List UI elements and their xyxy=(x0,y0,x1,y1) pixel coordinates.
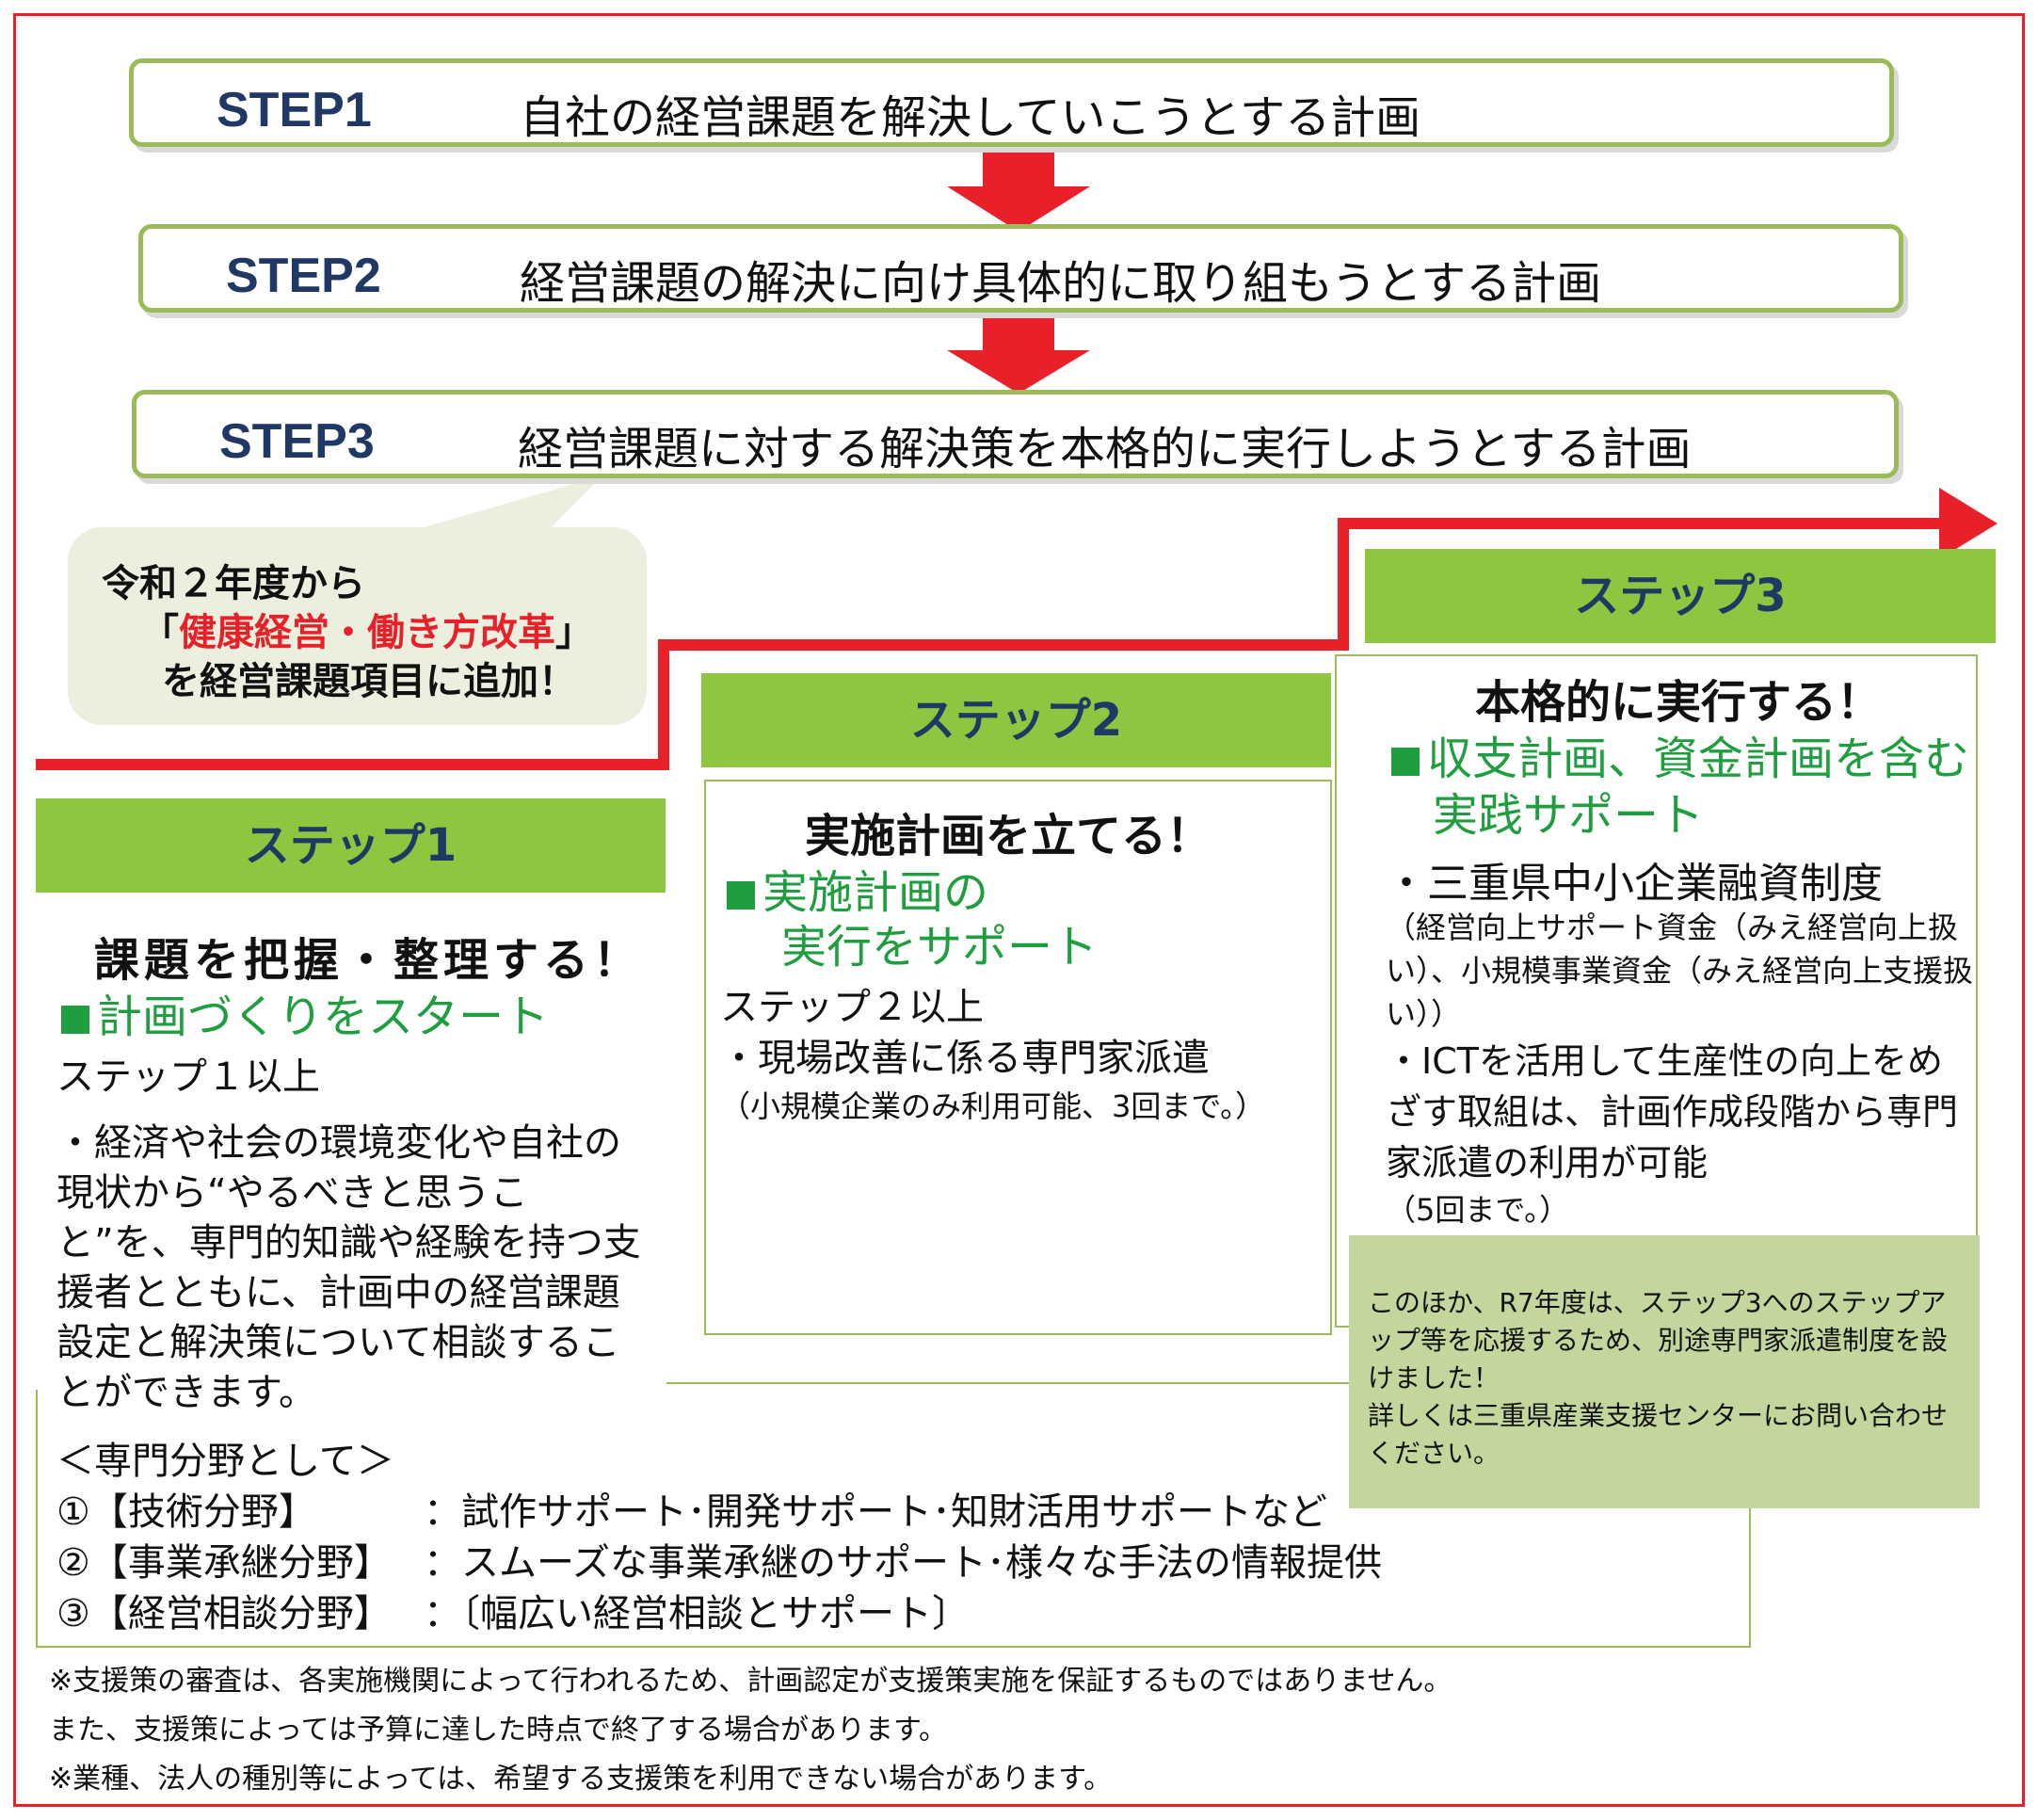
step1-header: ステップ1 xyxy=(36,798,666,893)
step-label: STEP1 xyxy=(217,83,372,137)
step1-fields-title: ＜専門分野として＞ xyxy=(56,1440,394,1483)
outer-frame xyxy=(13,13,2025,1807)
field-row: ③【経営相談分野】 ：〔幅広い経営相談とサポート〕 xyxy=(56,1587,970,1640)
step3-note2: （5回まで。） xyxy=(1386,1192,1570,1228)
step3-support: 収支計画、資金計画を含む xyxy=(1391,721,1969,787)
down-arrow-icon xyxy=(947,314,1090,394)
staircase-arrowhead-icon xyxy=(1939,488,1998,559)
step3-item1: ・三重県中小企業融資制度 xyxy=(1386,860,1883,908)
field-row: ②【事業承継分野】 ：スムーズな事業承継のサポート･様々な手法の情報提供 xyxy=(56,1537,1382,1589)
step2-item: ・現場改善に係る専門家派遣 xyxy=(720,1037,1210,1080)
step3-item2: ・ICTを活用して生産性の向上をめざす取組は、計画作成段階から専門家派遣の利用が… xyxy=(1386,1040,1959,1184)
step3-support-line1: 収支計画、資金計画を含む xyxy=(1427,733,1970,785)
step1-level: ステップ１以上 xyxy=(56,1055,320,1099)
green-square-icon xyxy=(61,1006,89,1034)
field-name: ③【経営相談分野】 xyxy=(56,1592,392,1635)
step1-bar: STEP1 自社の経営課題を解決していこうとする計画 xyxy=(129,58,1894,147)
step3-support-line2: 実践サポート xyxy=(1433,789,1705,842)
step3-header: ステップ3 xyxy=(1365,549,1996,643)
step2-panel xyxy=(704,780,1332,1335)
step2-note: （小規模企業のみ利用可能、3回まで。） xyxy=(720,1088,1266,1124)
down-arrow-icon xyxy=(947,149,1090,232)
callout-line1: 令和２年度から xyxy=(102,562,365,605)
step-text: 自社の経営課題を解決していこうとする計画 xyxy=(520,91,1421,144)
step-label: STEP3 xyxy=(219,414,375,469)
field-row: ①【技術分野】 ：試作サポート･開発サポート･知財活用サポートなど xyxy=(56,1486,1327,1538)
step1-panel-left xyxy=(36,894,666,1390)
field-desc: ：スムーズな事業承継のサポート･様々な手法の情報提供 xyxy=(424,1541,1382,1585)
step2-level: ステップ２以上 xyxy=(720,986,984,1029)
step2-bar: STEP2 経営課題の解決に向け具体的に取り組もうとする計画 xyxy=(138,224,1903,313)
step2-title: 実施計画を立てる！ xyxy=(805,810,1212,862)
step3-title: 本格的に実行する！ xyxy=(1475,676,1883,729)
step3-note1: （経営向上サポート資金（みえ経営向上扱い）、小規模事業資金（みえ経営向上支援扱い… xyxy=(1386,910,1974,1032)
field-name: ②【事業承継分野】 xyxy=(56,1541,392,1585)
step2-support-line1: 実施計画の xyxy=(762,866,989,919)
green-square-icon xyxy=(727,881,755,910)
callout-line3: を経営課題項目に追加！ xyxy=(162,660,576,703)
footnote: ※支援策の審査は、各実施機関によって行われるため、計画認定が支援策実施を保証する… xyxy=(49,1665,1452,1698)
note-box: このほか、R7年度は、ステップ3へのステップアップ等を応援するため、別途専門家派… xyxy=(1349,1235,1980,1508)
step1-title: 課題を把握・整理する！ xyxy=(94,934,644,987)
green-square-icon xyxy=(1391,748,1420,776)
step3-panel xyxy=(1335,654,1978,1328)
step3-bar: STEP3 経営課題に対する解決策を本格的に実行しようとする計画 xyxy=(132,390,1899,478)
footnote: ※業種、法人の種別等によっては、希望する支援策を利用できない場合があります。 xyxy=(49,1763,1113,1796)
field-name: ①【技術分野】 xyxy=(56,1490,316,1534)
footnote: また、支援策によっては予算に達した時点で終了する場合があります。 xyxy=(49,1714,947,1747)
field-desc: ：試作サポート･開発サポート･知財活用サポートなど xyxy=(424,1490,1327,1534)
callout-line2: 「健康経営・働き方改革」 xyxy=(141,606,593,659)
bracket-close: 」 xyxy=(555,611,593,654)
step1-support-text: 計画づくりをスタート xyxy=(97,991,550,1043)
step-label: STEP2 xyxy=(226,249,381,303)
step2-header: ステップ2 xyxy=(701,673,1331,767)
bracket-open: 「 xyxy=(141,611,179,654)
field-desc: ：〔幅広い経営相談とサポート〕 xyxy=(424,1592,970,1635)
step1-desc: ・経済や社会の環境変化や自社の現状から“やるべきと思うこと”を、専門的知識や経験… xyxy=(56,1121,641,1414)
staircase-arrow-icon xyxy=(36,518,1949,770)
callout-highlight: 健康経営・働き方改革 xyxy=(179,611,555,654)
step1-support: 計画づくりをスタート xyxy=(61,979,549,1045)
step2-support: 実施計画の xyxy=(727,855,988,921)
step-text: 経営課題の解決に向け具体的に取り組もうとする計画 xyxy=(520,257,1602,310)
step-text: 経営課題に対する解決策を本格的に実行しようとする計画 xyxy=(518,423,1692,475)
callout-tail-icon xyxy=(405,475,602,533)
step2-support-line2: 実行をサポート xyxy=(781,921,1099,974)
callout-bubble: 令和２年度から 「健康経営・働き方改革」 を経営課題項目に追加！ xyxy=(68,527,647,725)
